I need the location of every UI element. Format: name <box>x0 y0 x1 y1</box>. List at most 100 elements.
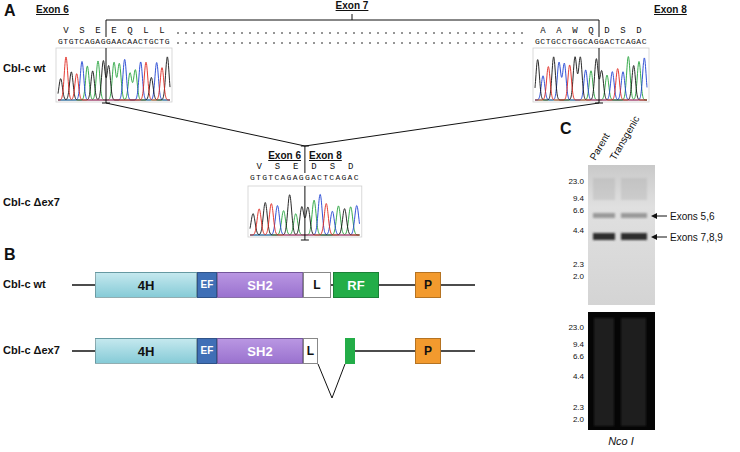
ellipsis-dot <box>209 32 211 34</box>
ellipsis-dot <box>505 32 507 34</box>
domain-name: RF <box>347 279 364 292</box>
ellipsis-dot <box>393 32 395 34</box>
domain-name: EF <box>201 346 214 356</box>
ellipsis-dot <box>505 42 507 44</box>
exon-label: Exon 7 <box>336 0 369 11</box>
junction-line <box>106 48 107 103</box>
ef-hand-domain: EF <box>197 272 217 298</box>
ellipsis-dot <box>449 42 451 44</box>
ellipsis-dot <box>225 32 227 34</box>
chromatogram <box>533 48 649 102</box>
ring-finger-fragment <box>345 338 355 364</box>
ellipsis-dot <box>441 42 443 44</box>
ellipsis-dot <box>401 42 403 44</box>
size-marker: 2.3 <box>573 404 584 413</box>
ellipsis-dot <box>257 32 259 34</box>
domain-name: L <box>307 345 314 357</box>
amino-acid-sequence: V S E D S D <box>256 163 357 173</box>
ellipsis-dot <box>425 32 427 34</box>
proline-rich-domain: P <box>415 272 441 298</box>
domain-name: 4H <box>138 345 155 358</box>
ellipsis-dot <box>417 42 419 44</box>
ellipsis-dot <box>409 42 411 44</box>
ellipsis-dot <box>489 32 491 34</box>
ellipsis-dot <box>185 42 187 44</box>
nucleotide-sequence: GCTGCCTGGCAGGACTCAGAC <box>535 38 647 47</box>
junction-line <box>599 48 600 103</box>
size-marker: 2.0 <box>573 273 584 282</box>
ellipsis-dot <box>225 42 227 44</box>
ring-finger-domain: RF <box>333 272 379 298</box>
sh2-domain: SH2 <box>217 272 303 298</box>
ellipsis-dot <box>289 42 291 44</box>
band-label: Exons 7,8,9 <box>670 232 723 243</box>
amino-acid-sequence: V S E E Q L L <box>63 27 167 37</box>
size-marker: 6.6 <box>573 353 584 362</box>
ellipsis-dot <box>345 42 347 44</box>
linker-domain: L <box>303 338 318 364</box>
ellipsis-dot <box>273 32 275 34</box>
construct-label: Cbl-c wt <box>3 62 46 74</box>
4h-domain: 4H <box>95 272 197 298</box>
deletion-junction <box>318 364 345 398</box>
ellipsis-dot <box>369 42 371 44</box>
band-arrow <box>656 237 667 238</box>
construct-label: Cbl-c Δex7 <box>3 344 60 356</box>
ellipsis-dot <box>353 42 355 44</box>
4h-domain: 4H <box>95 338 197 364</box>
ellipsis-dot <box>449 32 451 34</box>
domain-name: SH2 <box>247 345 272 358</box>
ellipsis-dot <box>281 42 283 44</box>
size-marker: 9.4 <box>573 195 584 204</box>
junction-line <box>304 186 305 240</box>
nucleotide-sequence: GTGTCAGAGGAACAACTGCTG <box>58 38 170 47</box>
ellipsis-dot <box>473 42 475 44</box>
size-marker: 23.0 <box>568 178 584 187</box>
trace <box>58 57 170 100</box>
gel-lanes <box>594 318 646 426</box>
size-marker: 6.6 <box>573 207 584 216</box>
trace <box>535 57 647 100</box>
size-marker: 9.4 <box>573 341 584 350</box>
ellipsis-dot <box>233 32 235 34</box>
band-arrowhead <box>651 213 657 219</box>
ellipsis-dot <box>425 42 427 44</box>
ellipsis-dot <box>257 42 259 44</box>
exon-bracket <box>352 14 353 20</box>
ellipsis-dot <box>497 42 499 44</box>
domain-name: EF <box>201 280 214 290</box>
ellipsis-dot <box>457 32 459 34</box>
ellipsis-dot <box>265 42 267 44</box>
construct-label: Cbl-c wt <box>3 278 46 290</box>
ellipsis-dot <box>465 32 467 34</box>
ellipsis-dot <box>489 42 491 44</box>
stained-gel <box>588 312 655 430</box>
ellipsis-dot <box>281 32 283 34</box>
chromatogram <box>56 48 172 102</box>
ellipsis-dot <box>265 32 267 34</box>
ellipsis-dot <box>329 32 331 34</box>
exon-label: Exon 6 <box>36 4 69 15</box>
trace <box>535 57 647 100</box>
ellipsis-dot <box>385 42 387 44</box>
size-marker: 4.4 <box>573 227 584 236</box>
ellipsis-dot <box>497 32 499 34</box>
proline-rich-domain: P <box>415 338 441 364</box>
ellipsis-dot <box>369 32 371 34</box>
ellipsis-dot <box>457 42 459 44</box>
domain-name: 4H <box>138 279 155 292</box>
exon-label: Exon 8 <box>654 4 687 15</box>
ellipsis-dot <box>521 32 523 34</box>
ellipsis-dot <box>361 32 363 34</box>
panel-letter: C <box>560 120 572 138</box>
amino-acid-sequence: A A W Q D S D <box>540 27 644 37</box>
ellipsis-dot <box>361 42 363 44</box>
ellipsis-dot <box>433 42 435 44</box>
ellipsis-dot <box>321 32 323 34</box>
ellipsis-dot <box>465 42 467 44</box>
ellipsis-dot <box>417 32 419 34</box>
size-marker: 2.0 <box>573 416 584 425</box>
chromatogram-frame <box>56 48 172 102</box>
panel-letter: B <box>4 246 16 264</box>
